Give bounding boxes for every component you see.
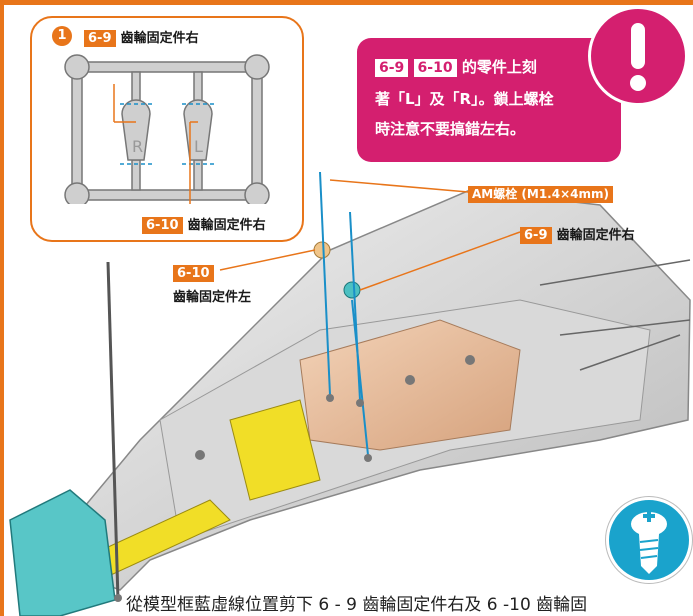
part-6-9-tag: 6-9 [84, 30, 116, 47]
warning-tag-6-10: 6-10 [413, 59, 457, 77]
part-6-9-label: 齒輪固定件右 [120, 31, 199, 46]
warning-line3: 時注意不要搞錯左右。 [375, 120, 526, 138]
wire-2 [559, 319, 691, 336]
leader-screw [329, 179, 469, 193]
inset-panel: 1 6-9 齒輪固定件右 R L 6-10 齒輪固定件右 [30, 16, 304, 242]
step-number-badge: 1 [52, 26, 72, 46]
parts-sprue-frame: R L [64, 54, 270, 204]
screw-icon [606, 497, 692, 583]
warning-box: 6-9 6-10 的零件上刻 著「L」及「R」。鎖上螺栓 時注意不要搞錯左右。 [357, 38, 621, 162]
part-6-10-tag: 6-10 [142, 217, 183, 234]
warning-line2: 著「L」及「R」。鎖上螺栓 [375, 90, 554, 108]
instruction-caption: 從模型框藍虛線位置剪下 6 - 9 齒輪固定件右及 6 -10 齒輪固 [126, 595, 588, 615]
support-rod [106, 261, 120, 601]
top-accent-rule [0, 0, 693, 5]
leader-610 [219, 249, 316, 271]
left-accent-rule [0, 0, 4, 616]
part-6-10-label: 齒輪固定件右 [187, 218, 266, 233]
screw-guide-1 [319, 171, 331, 396]
callout-6-9-label: 齒輪固定件右 [556, 228, 635, 243]
yellow-bracket [229, 399, 321, 501]
callout-6-10-label: 齒輪固定件左 [173, 290, 252, 305]
wire-1 [539, 259, 691, 286]
exclamation-icon [588, 6, 688, 106]
part-6-9-small [343, 281, 361, 299]
callout-6-9-tag: 6-9 [520, 227, 552, 244]
screw-guide-3 [351, 299, 369, 456]
wire-3 [579, 334, 681, 371]
warning-line1: 的零件上刻 [461, 58, 537, 76]
leader-69 [359, 231, 521, 291]
callout-6-10-tag: 6-10 [173, 265, 214, 282]
part-letter-l: L [194, 137, 203, 156]
screw-spec-label: AM螺栓 (M1.4×4mm) [468, 186, 613, 203]
screw-callout: AM螺栓 (M1.4×4mm) [468, 183, 613, 203]
part-6-9-callout: 6-9 齒輪固定件右 [520, 224, 635, 244]
part-6-10-small [313, 241, 331, 259]
part-letter-r: R [132, 137, 143, 156]
warning-tag-6-9: 6-9 [375, 59, 409, 77]
part-6-10-callout: 6-10 齒輪固定件左 [173, 262, 251, 305]
